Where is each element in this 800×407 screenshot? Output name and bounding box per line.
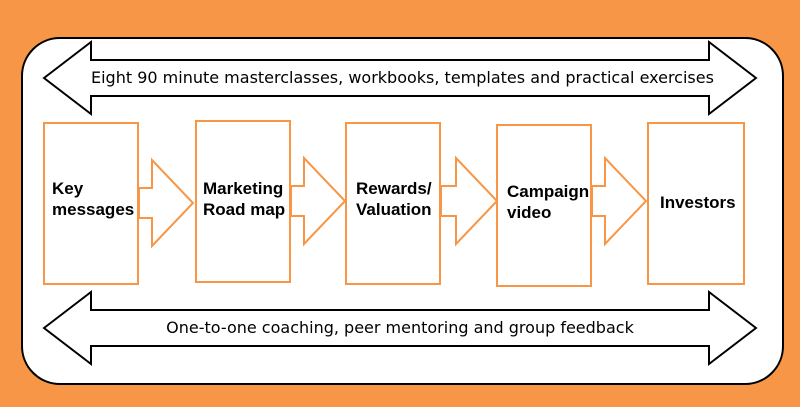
- step-label-campaign-video: Campaign video: [507, 181, 589, 223]
- step-label-rewards-valuation: Rewards/ Valuation: [356, 178, 432, 220]
- step-label-line: Campaign: [507, 182, 590, 201]
- step-label-line: video: [507, 203, 552, 222]
- step-label-key-messages: Key messages: [52, 178, 134, 220]
- step-box-investors: [647, 122, 745, 285]
- step-box-key-messages: [43, 122, 139, 285]
- step-label-line: Investors: [660, 193, 736, 212]
- step-box-rewards-valuation: [345, 122, 441, 285]
- connector-arrow-2: [290, 155, 347, 247]
- top-double-arrow: [42, 39, 758, 117]
- connector-arrow-3: [440, 155, 499, 247]
- connector-arrow-4: [591, 155, 648, 247]
- step-box-marketing-road-map: [195, 120, 291, 283]
- bottom-banner-text: One-to-one coaching, peer mentoring and …: [166, 318, 634, 337]
- step-label-line: messages: [52, 200, 135, 219]
- step-label-investors: Investors: [660, 192, 736, 213]
- step-label-line: Valuation: [356, 200, 432, 219]
- bottom-double-arrow: [42, 289, 758, 367]
- step-label-line: Road map: [203, 200, 286, 219]
- connector-arrow-1: [138, 157, 195, 249]
- step-label-line: Marketing: [203, 179, 284, 198]
- step-label-line: Key: [52, 179, 84, 198]
- step-label-line: Rewards/: [356, 179, 432, 198]
- top-banner-text: Eight 90 minute masterclasses, workbooks…: [91, 68, 714, 87]
- step-label-marketing-road-map: Marketing Road map: [203, 178, 285, 220]
- step-box-campaign-video: [496, 124, 592, 287]
